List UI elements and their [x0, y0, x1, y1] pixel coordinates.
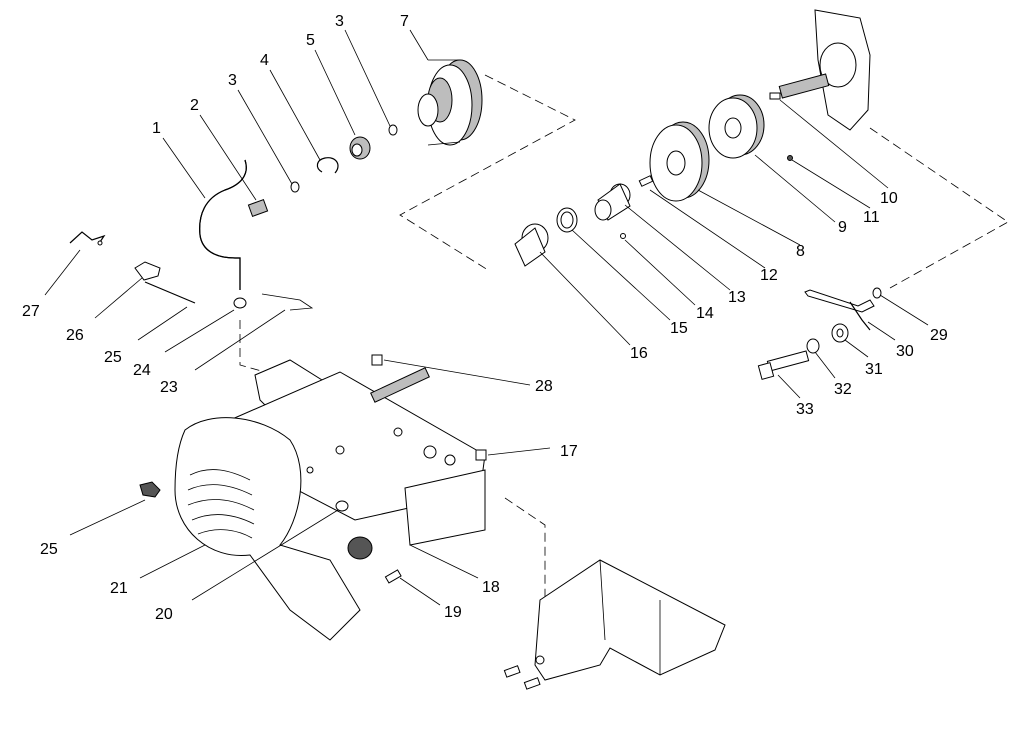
spacer-part [594, 183, 631, 221]
spring-part [69, 231, 106, 246]
screw-part [620, 233, 626, 239]
callout-16: 16 [630, 345, 648, 362]
callout-7: 7 [400, 13, 409, 30]
callout-20: 20 [155, 606, 173, 623]
callout-12: 12 [760, 267, 778, 284]
callout-30: 30 [896, 343, 914, 360]
callout-10: 10 [880, 190, 898, 207]
leader-lines [44, 29, 929, 606]
key-part [638, 175, 654, 187]
flat-washer-part [556, 207, 578, 233]
callout-31: 31 [865, 361, 883, 378]
lock-washer-part [806, 338, 820, 354]
callout-24: 24 [133, 362, 151, 379]
callout-4: 4 [260, 52, 269, 69]
callout-15: 15 [670, 320, 688, 337]
callout-21: 21 [110, 580, 128, 597]
callout-3-right: 3 [335, 13, 344, 30]
retaining-ring-right [388, 124, 398, 136]
knob-part [347, 536, 373, 560]
washer-24-part [233, 297, 247, 309]
callout-5: 5 [306, 32, 315, 49]
shoulder-bolt-part [757, 350, 810, 380]
callout-29: 29 [930, 327, 948, 344]
callout-19: 19 [444, 604, 462, 621]
callout-25-lower: 25 [40, 541, 58, 558]
pin-part [144, 281, 196, 304]
bushing-part [247, 198, 269, 218]
callout-32: 32 [834, 381, 852, 398]
lower-pulley-part [649, 121, 710, 202]
callout-28: 28 [535, 378, 553, 395]
callout-27: 27 [22, 303, 40, 320]
cable-assembly [199, 159, 247, 290]
sleeve-part [514, 223, 549, 267]
callout-1: 1 [152, 120, 161, 137]
retaining-ring-left [290, 181, 300, 193]
callout-33: 33 [796, 401, 814, 418]
hairpin-part [261, 293, 314, 311]
callout-3-left: 3 [228, 72, 237, 89]
grommet-20-part [335, 500, 349, 512]
callout-labels: 1 2 3 4 5 3 7 10 11 9 8 12 13 14 15 16 2… [22, 13, 948, 623]
idler-arm-part [804, 287, 882, 331]
callout-8: 8 [796, 243, 805, 260]
clutch-pulley-part [417, 59, 483, 146]
assembly-dashed-lines [239, 74, 1009, 650]
snap-ring-part [316, 157, 339, 174]
mounting-bracket-part [503, 559, 726, 690]
callout-2: 2 [190, 97, 199, 114]
latch-bracket-part [134, 261, 161, 281]
callout-11: 11 [863, 209, 880, 226]
callout-9: 9 [838, 219, 847, 236]
callout-25-upper: 25 [104, 349, 122, 366]
plug-25-part [139, 481, 161, 498]
callout-18: 18 [482, 579, 500, 596]
chute-housing-part [174, 417, 361, 641]
callout-17: 17 [560, 443, 578, 460]
engine-crankshaft [769, 9, 871, 131]
callout-13: 13 [728, 289, 746, 306]
bolt-19-part [384, 569, 402, 584]
set-screw-part [787, 155, 793, 161]
callout-14: 14 [696, 305, 714, 322]
bearing-part [349, 136, 371, 160]
upper-pulley-part [708, 94, 765, 159]
bolt-28-part [371, 354, 383, 366]
callout-23: 23 [160, 379, 178, 396]
bolt-17-part [475, 449, 487, 461]
callout-26: 26 [66, 327, 84, 344]
idler-washer-part [831, 323, 849, 343]
